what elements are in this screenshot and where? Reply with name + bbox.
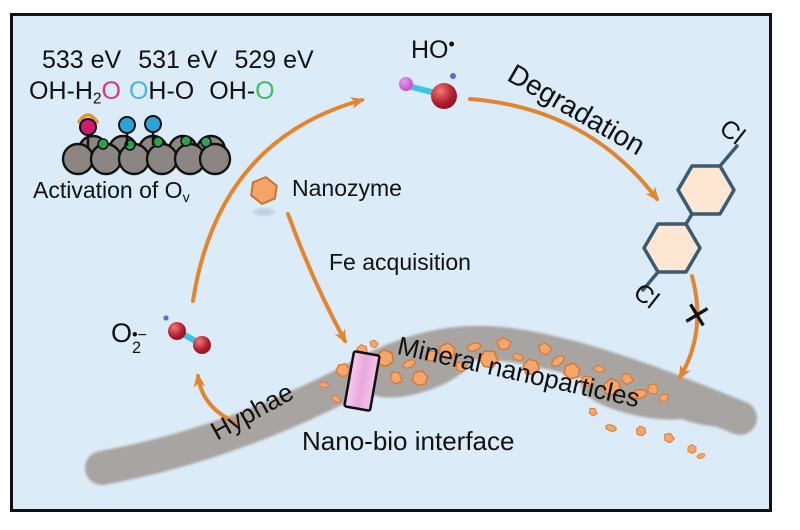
dichlorobiphenyl-molecule [641,144,739,292]
ev-533: 533 eV [42,46,122,74]
xps-ev-labels: 533 eV 531 eV 529 eV [42,46,314,75]
arrow-superoxide-to-ho [191,97,365,303]
nano-bio-interface-rect [343,350,381,412]
electron-dot [163,315,169,321]
hydroxyl-blue-atom [118,116,136,134]
hydroxyl-blue-atom [144,115,162,133]
activation-highlight [77,113,99,124]
activation-label: Activation of Ov [33,177,190,206]
electron-dot [450,73,456,79]
ho-radical-label: HO• [411,34,455,65]
species-oh-o-blue: OH-O [128,77,195,105]
superoxide-label: O•−2 [111,318,148,358]
arrow-blocked [678,274,700,380]
hydroxyl-radical-molecule [399,73,457,109]
pink-oxygen: O [101,77,121,105]
ev-531: 531 eV [138,46,218,74]
species-oh-h2o: OH-H2O [29,77,121,108]
arrow-hyphae-to-superoxide [193,373,240,426]
blocked-cross: ✕ [678,294,715,338]
superoxide-molecule [163,315,211,354]
arrow-degradation [468,97,659,202]
ev-529: 529 eV [234,46,314,74]
arrow-nanozyme-to-interface [286,212,347,344]
blue-oxygen: O [128,77,149,105]
green-oxygen: O [255,77,275,105]
reaction-arrows [191,97,700,426]
species-oh-o-green: OH-O [209,77,275,105]
oxygen-vacancy-surface-model [61,113,232,176]
hydroxyl-pink-atom [79,118,97,136]
fe-acquisition-label: Fe acquisition [329,249,471,275]
nanozyme-particle [250,175,278,216]
nanozyme-label: Nanozyme [292,175,402,201]
nano-bio-interface-label: Nano-bio interface [302,426,515,456]
